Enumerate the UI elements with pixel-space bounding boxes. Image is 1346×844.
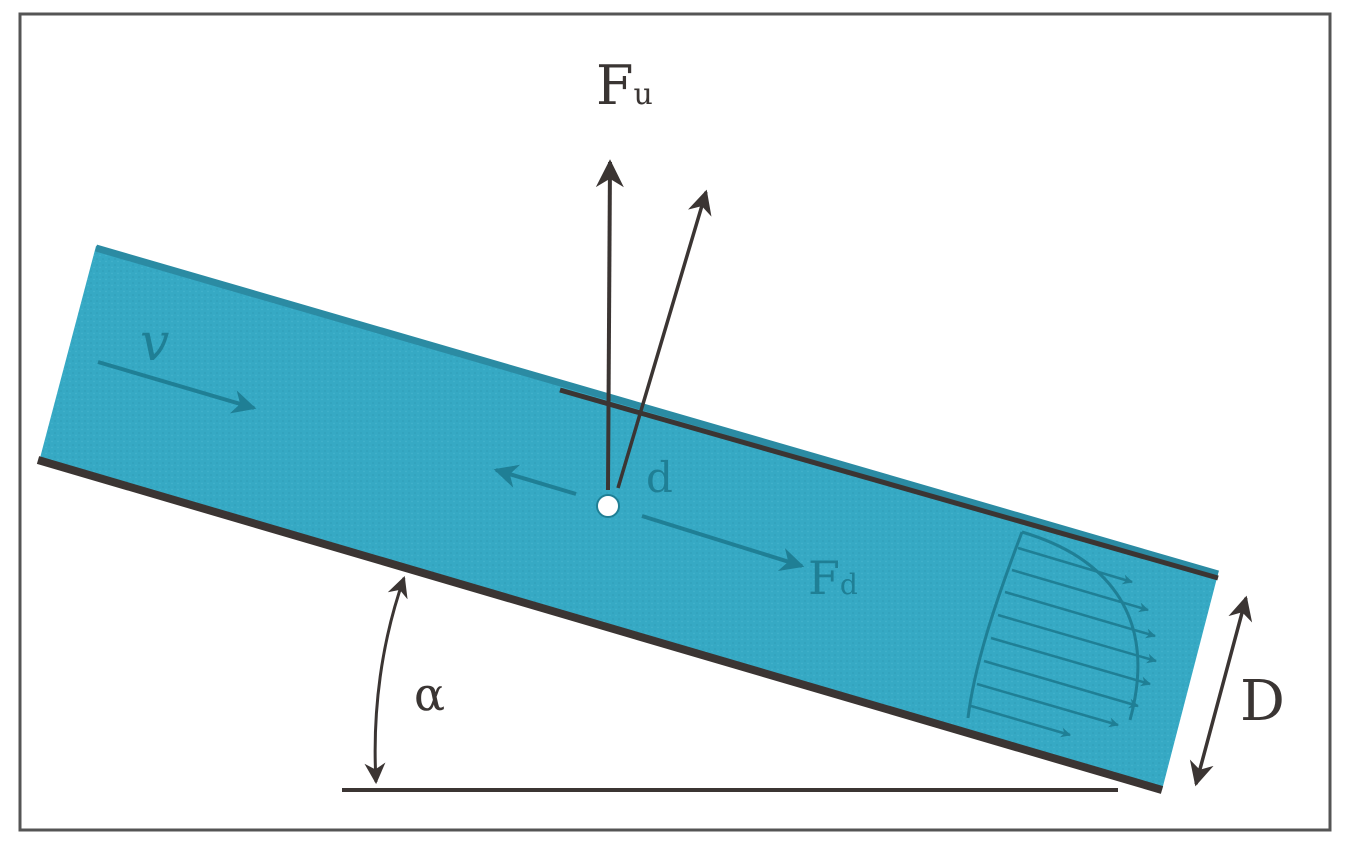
pipe-diameter-label: D xyxy=(1240,669,1285,734)
profile-arrow xyxy=(1011,568,1149,613)
velocity-profile xyxy=(966,530,1157,738)
profile-arrow xyxy=(970,704,1071,738)
pipe-top-wall xyxy=(95,244,1219,578)
particle-diameter-label: d xyxy=(646,453,673,502)
profile-arrow xyxy=(1004,590,1156,639)
pipe-diameter-arrow xyxy=(1189,595,1253,787)
sediment-particle xyxy=(596,494,620,518)
profile-arrow xyxy=(990,636,1151,687)
velocity-label: v xyxy=(140,313,169,373)
lift-force-arrow xyxy=(595,159,624,491)
normal-force-arrow xyxy=(616,189,712,489)
pipe-top-wall-outer xyxy=(559,387,1219,581)
velocity-arrow xyxy=(97,360,257,414)
velocity-profile-curve xyxy=(966,531,1024,719)
angle-arc xyxy=(364,576,408,785)
resistance-arrow xyxy=(493,464,577,496)
profile-arrow xyxy=(976,682,1119,728)
angle-alpha-label: α xyxy=(414,667,445,721)
lift-force-label: Fu xyxy=(596,54,653,117)
pipe-bottom-wall xyxy=(36,456,1164,794)
drag-force-label: Fd xyxy=(808,551,858,605)
diagram-border xyxy=(18,12,1332,832)
profile-arrow xyxy=(983,659,1139,709)
water-flow-region xyxy=(40,246,1218,790)
profile-arrow xyxy=(997,613,1157,664)
drag-force-arrow xyxy=(641,514,805,572)
profile-arrow xyxy=(1017,546,1133,585)
